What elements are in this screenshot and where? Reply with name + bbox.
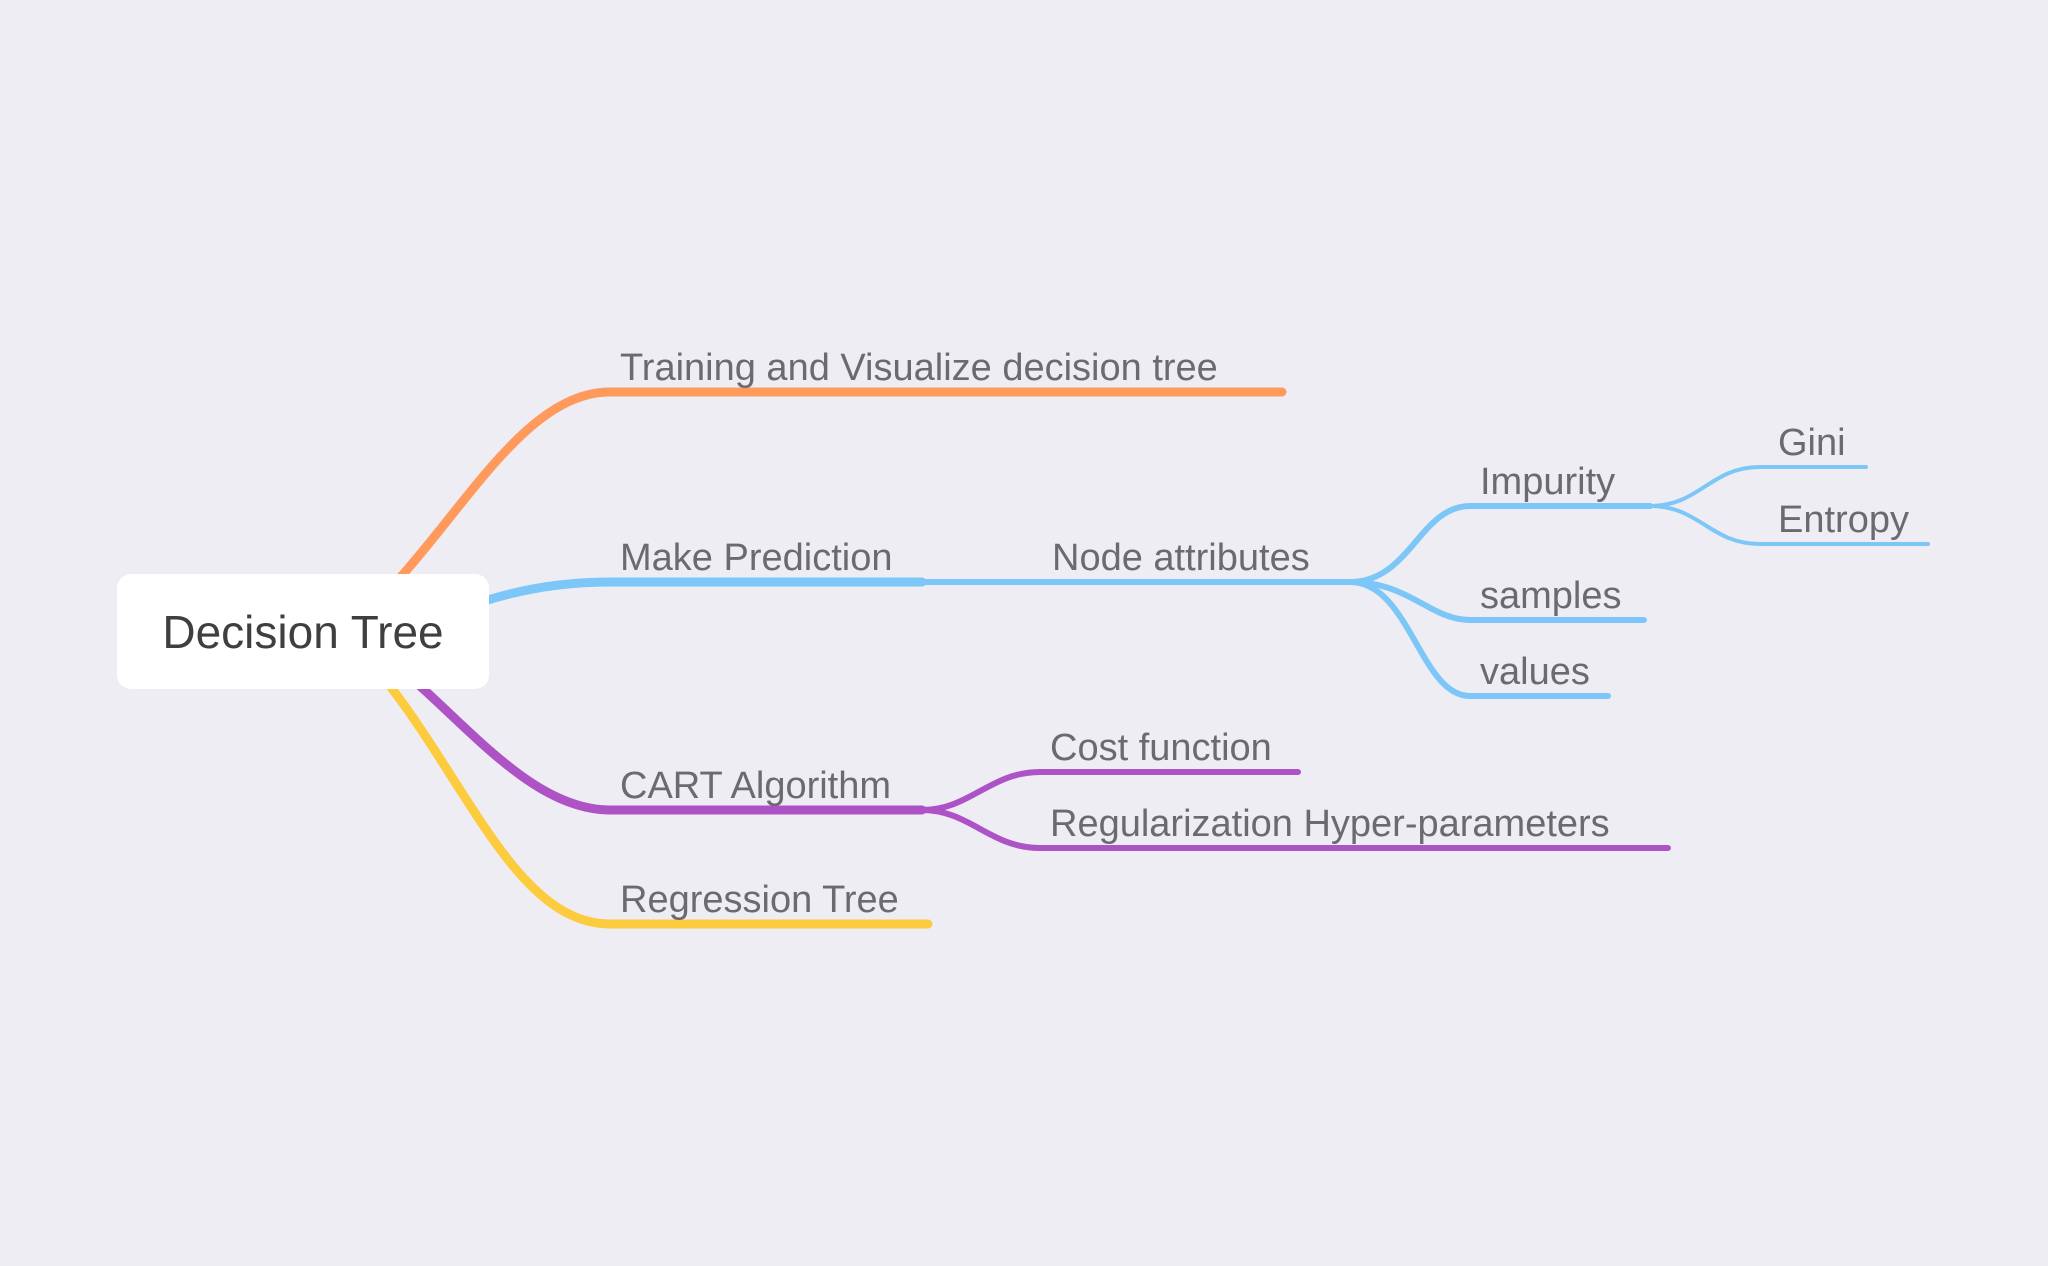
root-node[interactable]: Decision Tree (117, 574, 489, 689)
topic-cart-algorithm[interactable]: CART Algorithm (620, 765, 892, 807)
topic-values[interactable]: values (1480, 651, 1590, 693)
root-label: Decision Tree (162, 605, 444, 658)
topic-training[interactable]: Training and Visualize decision tree (620, 347, 1218, 389)
edge-gini (1648, 465, 1868, 508)
edge-training (393, 387, 1287, 585)
topic-samples[interactable]: samples (1480, 575, 1622, 617)
edge-cart (415, 681, 927, 815)
topic-gini[interactable]: Gini (1778, 422, 1846, 464)
topic-impurity[interactable]: Impurity (1480, 461, 1616, 503)
edge-entropy (1648, 504, 1930, 546)
topic-regularization[interactable]: Regularization Hyper-parameters (1050, 803, 1610, 845)
edge-regression (385, 681, 933, 929)
topic-make-prediction[interactable]: Make Prediction (620, 537, 893, 579)
edge-impurity (1347, 503, 1653, 585)
edge-cost-function (919, 769, 1301, 813)
topic-entropy[interactable]: Entropy (1778, 499, 1909, 541)
topic-regression-tree[interactable]: Regression Tree (620, 879, 899, 921)
topic-cost-function[interactable]: Cost function (1050, 727, 1272, 769)
edge-values (1347, 579, 1611, 699)
edge-prediction (483, 577, 927, 605)
topic-node-attributes[interactable]: Node attributes (1052, 537, 1310, 579)
edge-regularization (919, 807, 1671, 851)
